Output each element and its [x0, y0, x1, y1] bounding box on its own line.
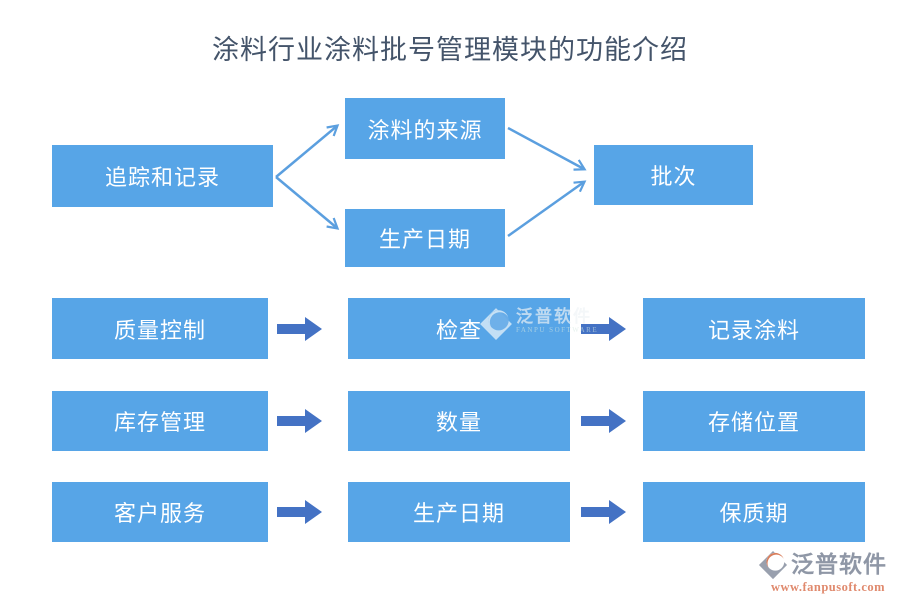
row2-result-box: 存储位置 [643, 391, 865, 451]
arrow-right-icon [581, 500, 626, 524]
flow-box-production-date: 生产日期 [345, 209, 505, 267]
row3-result-box: 保质期 [643, 482, 865, 542]
arrow-right-icon [277, 409, 322, 433]
arrow-right-icon [277, 500, 322, 524]
footer-logo: 泛普软件 www.fanpusoft.com [758, 550, 898, 595]
flow-box-tracking: 追踪和记录 [52, 145, 273, 207]
row3-action-box: 生产日期 [348, 482, 570, 542]
footer-website-text: www.fanpusoft.com [770, 580, 886, 594]
row2-action-box: 数量 [348, 391, 570, 451]
row2-feature-box: 库存管理 [52, 391, 268, 451]
footer-brand-text: 泛普软件 [791, 552, 887, 577]
flow-box-batch: 批次 [594, 145, 753, 205]
page-title: 涂料行业涂料批号管理模块的功能介绍 [212, 35, 688, 65]
row1-action-box: 检查 [348, 298, 570, 359]
fanpu-logo-icon [758, 550, 788, 580]
arrow-source-to-origin-icon [275, 124, 340, 178]
arrow-date-to-batch-icon [507, 180, 587, 238]
row1-feature-box: 质量控制 [52, 298, 268, 359]
arrow-right-icon [277, 317, 322, 341]
arrow-right-icon [581, 409, 626, 433]
arrow-right-icon [581, 317, 626, 341]
row1-result-box: 记录涂料 [643, 298, 865, 359]
flow-box-paint-origin: 涂料的来源 [345, 98, 505, 159]
row3-feature-box: 客户服务 [52, 482, 268, 542]
arrow-origin-to-batch-icon [507, 126, 587, 171]
arrow-source-to-date-icon [275, 176, 340, 230]
